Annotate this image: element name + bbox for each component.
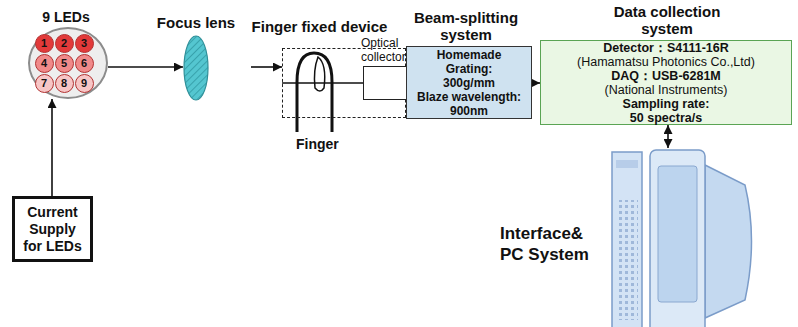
connector-arrow [251, 66, 282, 68]
part-label: Finger [296, 136, 339, 152]
led-circle: 2 [55, 34, 74, 53]
heading-text: 9 LEDs [26, 9, 106, 25]
heading-text: Data collection system [597, 3, 737, 37]
pc-drawing [612, 150, 752, 327]
body-text: Blaze wavelength: [417, 90, 521, 104]
led-circle: 1 [35, 34, 54, 53]
led-circle: 3 [75, 34, 94, 53]
led-circle: 6 [75, 54, 94, 73]
body-text: 6 [81, 57, 87, 70]
body-text: 5 [61, 57, 67, 70]
heading-text: Interface& PC System [500, 223, 600, 265]
body-text: Detector：S4111-16R [603, 41, 729, 55]
body-text: 3 [81, 37, 87, 50]
body-text: 9 [81, 77, 87, 90]
connector-arrow [51, 99, 53, 196]
connector-arrow [667, 125, 669, 148]
body-text: 8 [61, 77, 67, 90]
pc-system: Interface& PC System [608, 148, 768, 327]
body-text: 4 [41, 57, 47, 70]
body-text: (Hamamatsu Photonics Co.,Ltd) [577, 55, 755, 69]
body-text: Sampling rate: [623, 97, 710, 111]
body-text: 300g/mm [443, 76, 495, 90]
led-circle: 4 [35, 54, 54, 73]
finger-drawing [297, 53, 332, 132]
body-text: 900nm [450, 104, 488, 118]
led-circle: 5 [55, 54, 74, 73]
led-circle: 7 [35, 74, 54, 93]
body-text: 50 spectra/s [630, 111, 702, 125]
led-circle: 8 [55, 74, 74, 93]
lens-shape [183, 35, 209, 101]
heading-text: Focus lens [141, 14, 251, 31]
current-supply-box: Current Supply for LEDs [12, 196, 93, 262]
body-text: 2 [61, 37, 67, 50]
body-text: DAQ：USB-6281M [611, 69, 721, 83]
heading-text: Beam-splitting system [401, 9, 531, 43]
focus-lens: Focus lens [183, 35, 251, 101]
body-text: Current Supply for LEDs [18, 204, 87, 255]
heading-text: Finger fixed device [235, 18, 405, 35]
led-housing: 9 LEDs123456789 [28, 27, 108, 99]
body-text: 7 [41, 77, 47, 90]
beam-splitting-box: Beam-splitting systemHomemadeGrating:300… [406, 46, 532, 119]
connector-arrow [108, 66, 183, 68]
led-circle: 9 [75, 74, 94, 93]
body-text: (National Instruments) [605, 83, 728, 97]
body-text: Homemade [437, 48, 502, 62]
connector-arrow [532, 82, 540, 84]
body-text: Grating: [446, 62, 493, 76]
body-text: 1 [41, 37, 47, 50]
data-collection-box: Data collection systemDetector：S4111-16R… [540, 40, 792, 125]
